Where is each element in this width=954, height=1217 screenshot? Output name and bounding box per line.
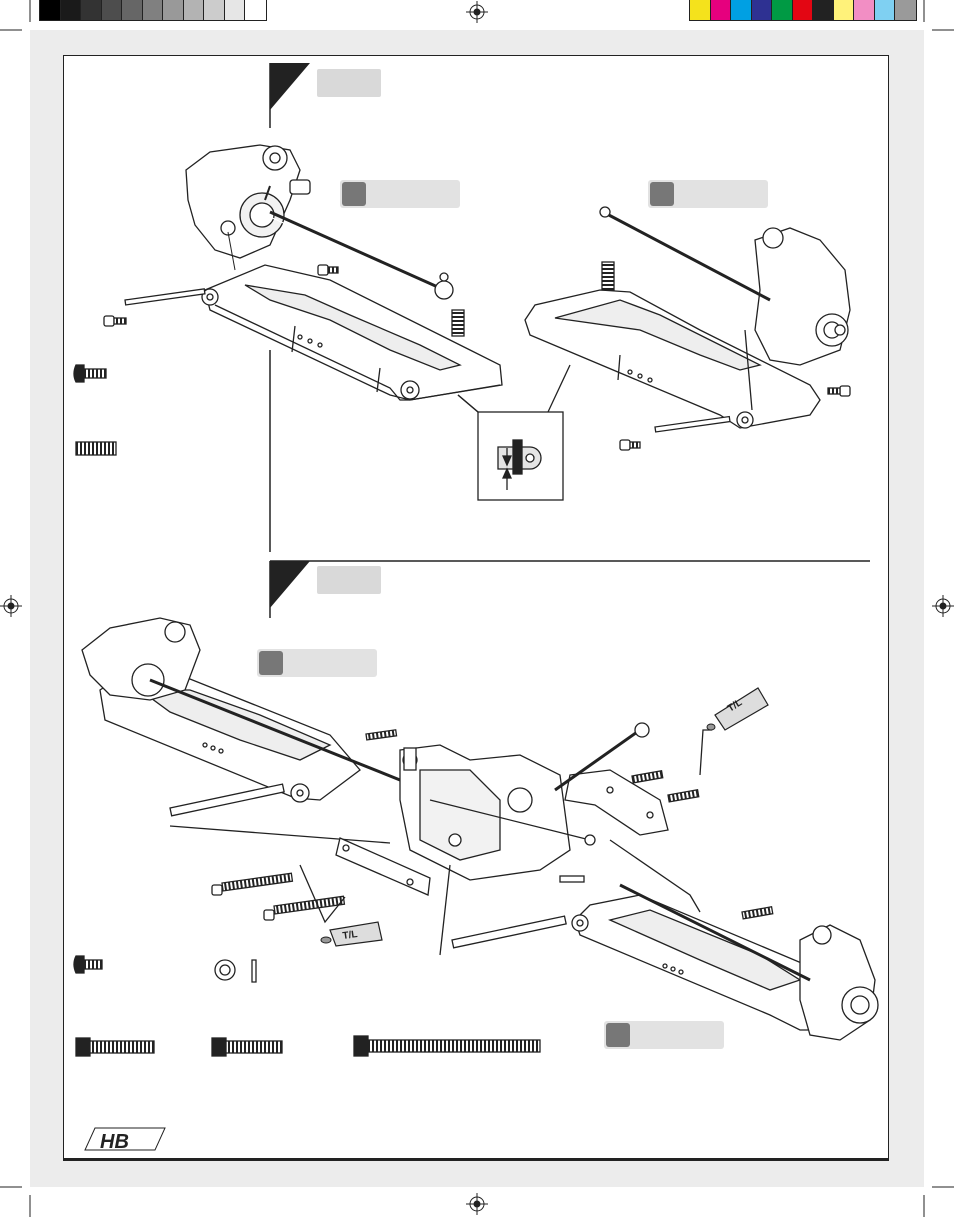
rear-arm-right-view bbox=[524, 206, 851, 451]
calibration-swatch bbox=[244, 0, 267, 21]
calibration-swatch bbox=[771, 0, 794, 21]
step-title-badge bbox=[317, 566, 381, 594]
threadlock-tube-icon bbox=[320, 687, 769, 947]
calibration-swatch bbox=[730, 0, 753, 21]
part-bag-tag bbox=[648, 180, 768, 208]
parts-list bbox=[73, 955, 541, 1057]
calibration-swatch bbox=[223, 0, 246, 21]
calibration-swatch bbox=[121, 0, 144, 21]
calibration-swatch bbox=[100, 0, 123, 21]
calibration-swatch bbox=[80, 0, 103, 21]
rear-arm-left-view bbox=[103, 144, 503, 401]
clearance-detail bbox=[457, 364, 571, 501]
calibration-swatch bbox=[141, 0, 164, 21]
part-bag-tag bbox=[340, 180, 460, 208]
calibration-swatch bbox=[709, 0, 732, 21]
calibration-swatch bbox=[39, 0, 62, 21]
calibration-swatch bbox=[750, 0, 773, 21]
calibration-swatch bbox=[894, 0, 917, 21]
calibration-swatch bbox=[873, 0, 896, 21]
part-bag-tag bbox=[257, 649, 377, 677]
part-bag-tag bbox=[604, 1021, 724, 1049]
calibration-swatch bbox=[182, 0, 205, 21]
calibration-swatch bbox=[812, 0, 835, 21]
logo-text: HB bbox=[100, 1131, 129, 1153]
hb-logo-icon: HB bbox=[84, 1127, 166, 1153]
calibration-swatch bbox=[791, 0, 814, 21]
step-marker bbox=[270, 63, 310, 110]
calibration-swatch bbox=[203, 0, 226, 21]
calibration-swatch bbox=[59, 0, 82, 21]
tube-label: T/L bbox=[342, 929, 358, 942]
calibration-swatch bbox=[162, 0, 185, 21]
step-marker bbox=[270, 561, 310, 608]
parts-list bbox=[73, 364, 117, 456]
calibration-swatch bbox=[832, 0, 855, 21]
rear-suspension-assembly bbox=[81, 617, 879, 1041]
step-title-badge bbox=[317, 69, 381, 97]
calibration-swatch bbox=[689, 0, 712, 21]
calibration-swatch bbox=[853, 0, 876, 21]
